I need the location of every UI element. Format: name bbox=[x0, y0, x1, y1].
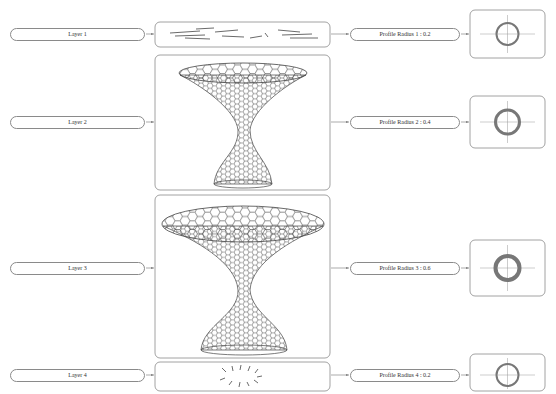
layer-pill: Layer 1 bbox=[10, 28, 145, 41]
pill-label: Layer 2 bbox=[68, 119, 87, 125]
layer-pill: Profile Radius 1 : 0.2 bbox=[350, 28, 460, 41]
pill-label: Profile Radius 4 : 0.2 bbox=[379, 372, 430, 378]
pill-label: Profile Radius 3 : 0.6 bbox=[379, 265, 430, 271]
layer-pill: Layer 3 bbox=[10, 262, 145, 275]
image-frame bbox=[155, 22, 330, 391]
layer-strokes bbox=[170, 28, 318, 39]
layer-pill: Profile Radius 2 : 0.4 bbox=[350, 116, 460, 129]
mesh-hourglass bbox=[162, 206, 324, 355]
pill-label: Profile Radius 2 : 0.4 bbox=[379, 119, 430, 125]
mesh-hourglass bbox=[179, 63, 307, 188]
layer-pill: Profile Radius 3 : 0.6 bbox=[350, 262, 460, 275]
layer-pill: Layer 2 bbox=[10, 116, 145, 129]
pill-label: Layer 4 bbox=[68, 372, 87, 378]
layer-strokes bbox=[220, 365, 262, 387]
flow-arrow bbox=[146, 34, 469, 375]
layer-pill: Layer 4 bbox=[10, 369, 145, 382]
pill-label: Layer 1 bbox=[68, 31, 87, 37]
profile-circle bbox=[470, 10, 545, 391]
pill-label: Profile Radius 1 : 0.2 bbox=[379, 31, 430, 37]
layer-pill: Profile Radius 4 : 0.2 bbox=[350, 369, 460, 382]
pill-label: Layer 3 bbox=[68, 265, 87, 271]
